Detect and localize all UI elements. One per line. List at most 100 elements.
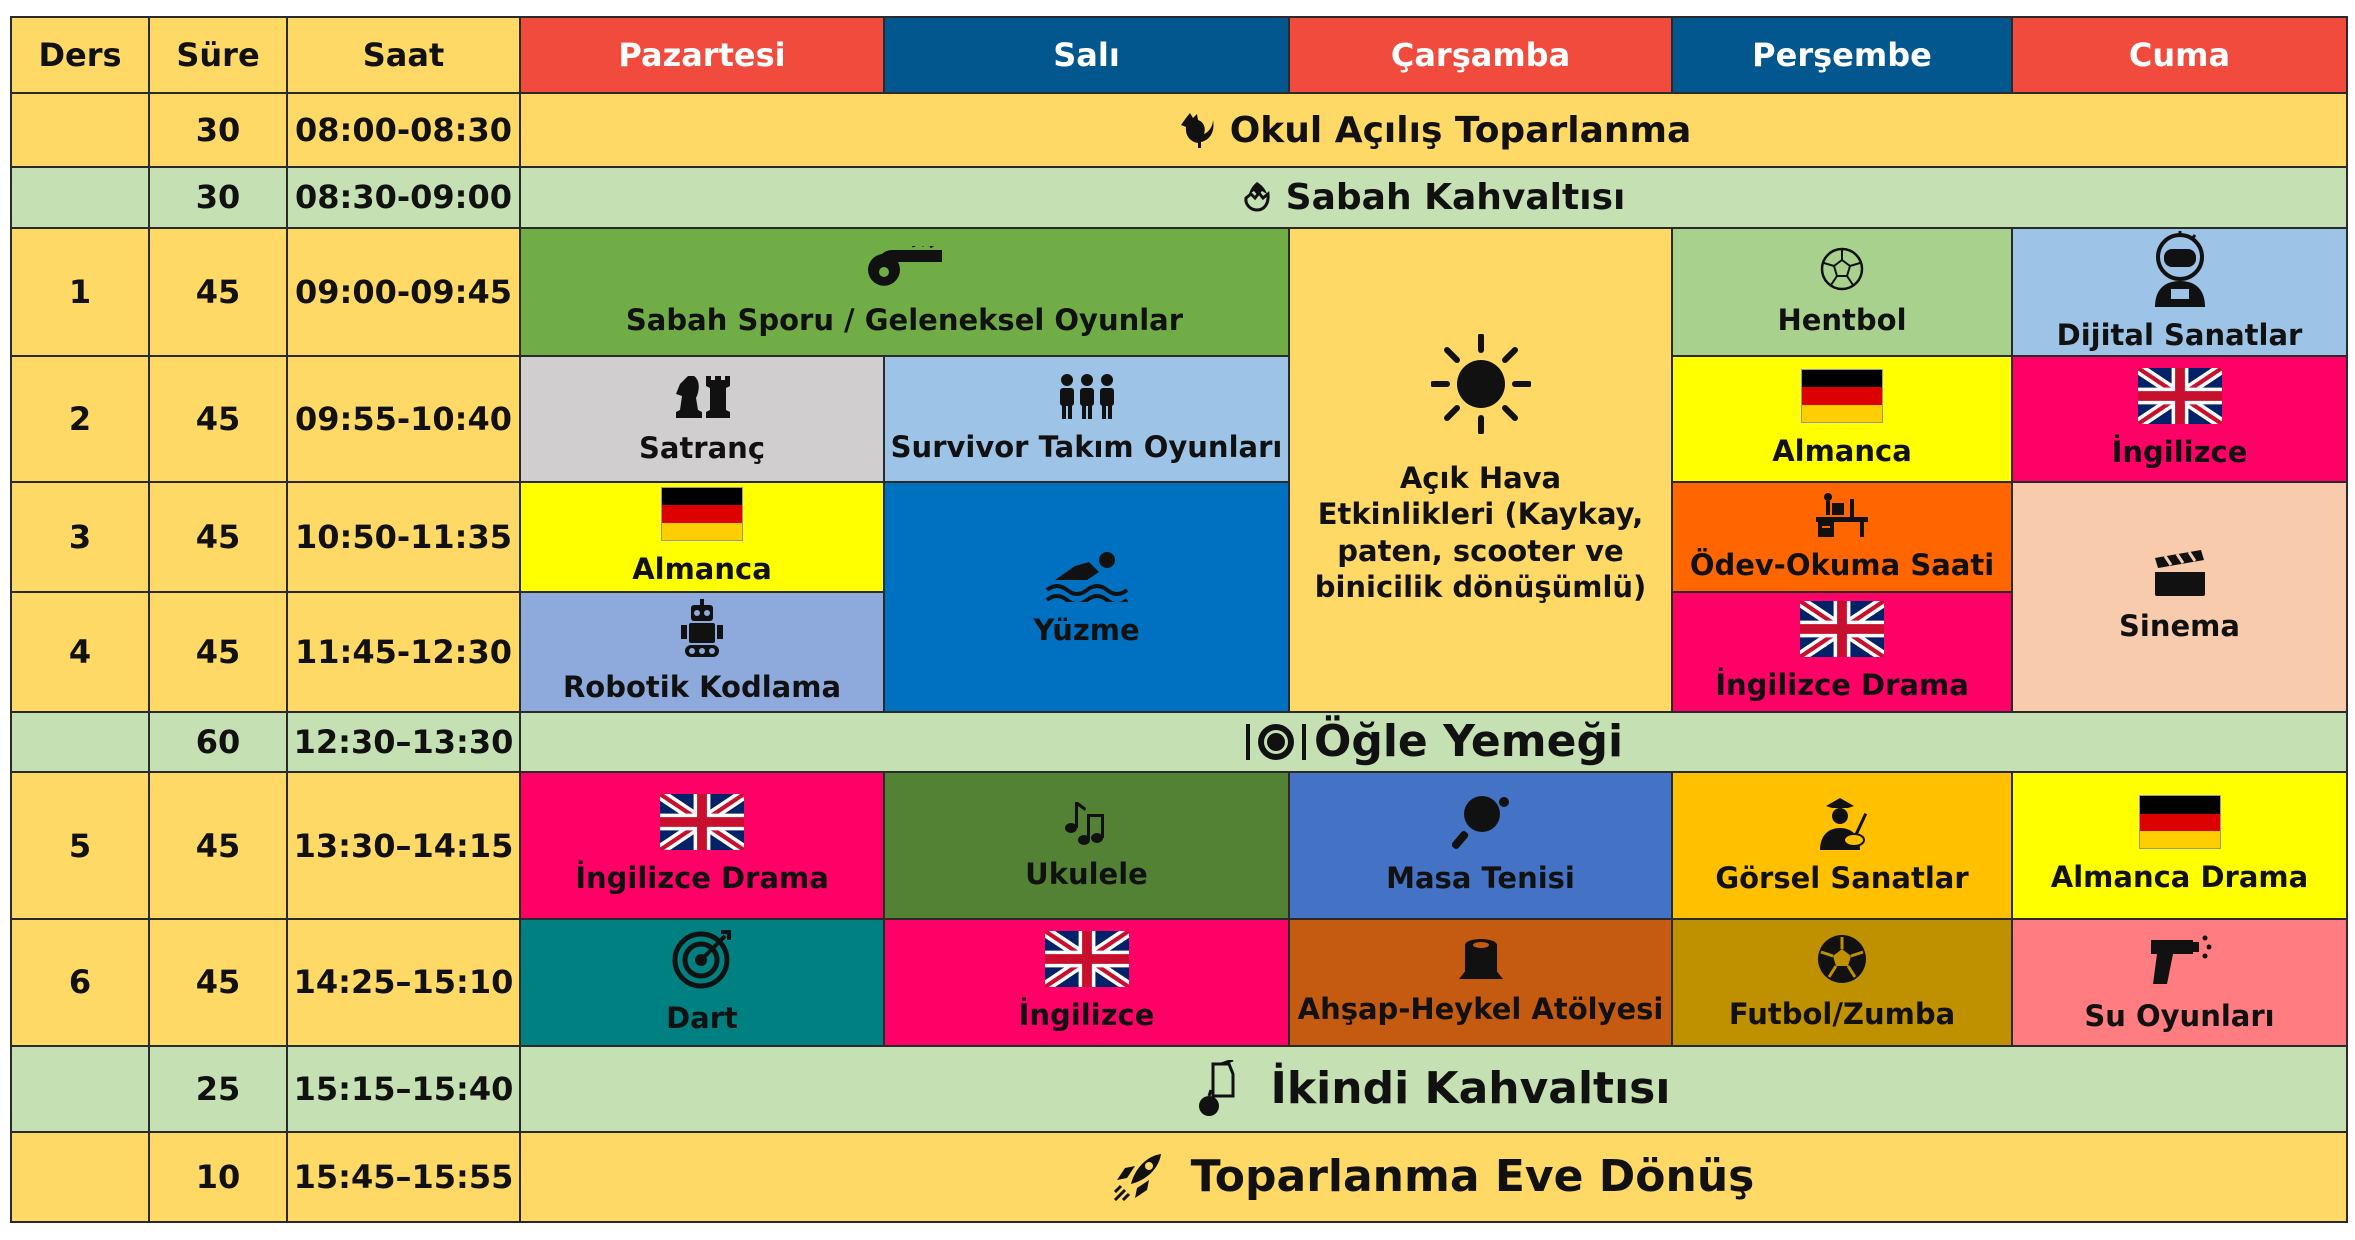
activity-label: Futbol/Zumba <box>1728 997 1956 1032</box>
activity-sinema: Sinema <box>2011 481 2348 713</box>
activity-label: Satranç <box>638 430 766 465</box>
clapperboard-icon <box>2153 549 2207 598</box>
row-sure: 45 <box>148 354 288 484</box>
rocket-icon <box>1113 1152 1163 1202</box>
activity-label: Sinema <box>2119 608 2240 643</box>
header-persembe: Perşembe <box>1671 15 2013 95</box>
row-ders: 5 <box>10 770 150 921</box>
row-saat: 10:50-11:35 <box>286 481 521 594</box>
activity-almanca-drama: Almanca Drama <box>2011 770 2348 921</box>
row-saat: 08:30-09:00 <box>286 166 521 229</box>
row-sure: 10 <box>148 1130 288 1224</box>
activity-robotik: Robotik Kodlama <box>519 591 885 713</box>
header-pazartesi: Pazartesi <box>519 15 885 95</box>
painter-icon <box>1814 794 1870 851</box>
header-sure: Süre <box>148 15 288 95</box>
ball-icon <box>1819 246 1865 292</box>
activity-sabah-sporu: Sabah Sporu / Geleneksel Oyunlar <box>519 226 1290 357</box>
activity-label: Ukulele <box>1025 857 1148 892</box>
row-sure: 45 <box>148 591 288 713</box>
row-ders <box>10 710 150 773</box>
weekly-schedule-table: Ders Süre Saat Pazartesi Salı Çarşamba P… <box>10 15 2348 1224</box>
row-ders: 3 <box>10 481 150 594</box>
activity-label: Masa Tenisi <box>1386 861 1575 896</box>
row-saat: 13:30–14:15 <box>286 770 521 921</box>
header-sali: Salı <box>883 15 1290 95</box>
lunch-row: Öğle Yemeği <box>519 710 2348 773</box>
header-carsamba: Çarşamba <box>1288 15 1673 95</box>
opening-label: Okul Açılış Toparlanma <box>1229 109 1692 151</box>
soccer-ball-icon <box>1815 932 1869 986</box>
uk-flag-icon <box>2137 367 2222 424</box>
activity-pazartesi-drama: İngilizce Drama <box>519 770 885 921</box>
row-saat: 12:30–13:30 <box>286 710 521 773</box>
row-sure: 45 <box>148 918 288 1047</box>
target-icon <box>671 928 733 990</box>
row-ders: 2 <box>10 354 150 484</box>
activity-cuma-ingilizce: İngilizce <box>2011 354 2348 484</box>
music-notes-icon <box>1063 798 1111 846</box>
activity-label: Açık Hava Etkinlikleri (Kaykay, paten, s… <box>1314 461 1647 604</box>
rooster-icon <box>1176 110 1216 150</box>
activity-persembe-almanca: Almanca <box>1671 354 2013 484</box>
activity-persembe-drama: İngilizce Drama <box>1671 591 2013 713</box>
uk-flag-icon <box>1800 600 1884 657</box>
activity-yuzme: Yüzme <box>883 481 1290 713</box>
row-sure: 30 <box>148 92 288 169</box>
uk-flag-icon <box>1044 931 1129 988</box>
afternoon-snack-row: İkindi Kahvaltısı <box>519 1044 2348 1133</box>
activity-ahsap: Ahşap-Heykel Atölyesi <box>1288 918 1673 1047</box>
egg-icon <box>1242 180 1272 214</box>
german-flag-icon <box>2138 795 2221 850</box>
activity-dart: Dart <box>519 918 885 1047</box>
swimmer-icon <box>1045 546 1129 602</box>
row-sure: 25 <box>148 1044 288 1133</box>
uk-flag-icon <box>660 794 744 851</box>
breakfast-row: Sabah Kahvaltısı <box>519 166 2348 229</box>
row-saat: 15:45–15:55 <box>286 1130 521 1224</box>
activity-label: Almanca Drama <box>2050 860 2309 895</box>
activity-label: Robotik Kodlama <box>562 669 842 704</box>
row-saat: 09:00-09:45 <box>286 226 521 357</box>
activity-sali-ingilizce: İngilizce <box>883 918 1290 1047</box>
activity-label: Görsel Sanatlar <box>1715 861 1969 896</box>
row-ders <box>10 92 150 169</box>
robot-icon <box>679 598 725 659</box>
snack-icon <box>1197 1059 1243 1118</box>
row-ders <box>10 1130 150 1224</box>
activity-gorsel: Görsel Sanatlar <box>1671 770 2013 921</box>
water-gun-icon <box>2147 930 2213 988</box>
row-saat: 15:15–15:40 <box>286 1044 521 1133</box>
activity-label: İngilizce Drama <box>1715 667 1969 702</box>
row-sure: 45 <box>148 770 288 921</box>
sun-icon <box>1430 334 1531 435</box>
row-ders: 4 <box>10 591 150 713</box>
home-return-row: Toparlanma Eve Dönüş <box>519 1130 2348 1224</box>
row-sure: 30 <box>148 166 288 229</box>
row-saat: 09:55-10:40 <box>286 354 521 484</box>
activity-label: Yüzme <box>1033 612 1140 647</box>
activity-label: Ahşap-Heykel Atölyesi <box>1297 992 1664 1027</box>
row-ders <box>10 1044 150 1133</box>
stump-icon <box>1457 937 1505 981</box>
header-cuma: Cuma <box>2011 15 2348 95</box>
activity-label: Dart <box>666 1001 738 1036</box>
activity-odev: Ödev-Okuma Saati <box>1671 481 2013 594</box>
german-flag-icon <box>661 487 743 542</box>
whistle-icon <box>866 245 944 292</box>
row-saat: 14:25–15:10 <box>286 918 521 1047</box>
activity-label: Almanca <box>632 552 772 587</box>
activity-futbol: Futbol/Zumba <box>1671 918 2013 1047</box>
breakfast-label: Sabah Kahvaltısı <box>1285 176 1626 218</box>
activity-label: Su Oyunları <box>2084 999 2275 1034</box>
row-saat: 11:45-12:30 <box>286 591 521 713</box>
row-sure: 60 <box>148 710 288 773</box>
row-sure: 45 <box>148 226 288 357</box>
team-icon <box>1057 373 1117 419</box>
activity-label: İngilizce <box>2111 434 2248 469</box>
activity-acik-hava: Açık Hava Etkinlikleri (Kaykay, paten, s… <box>1288 226 1673 713</box>
row-saat: 08:00-08:30 <box>286 92 521 169</box>
chess-icon <box>672 372 732 420</box>
activity-label: Survivor Takım Oyunları <box>890 429 1283 464</box>
activity-ukulele: Ukulele <box>883 770 1290 921</box>
